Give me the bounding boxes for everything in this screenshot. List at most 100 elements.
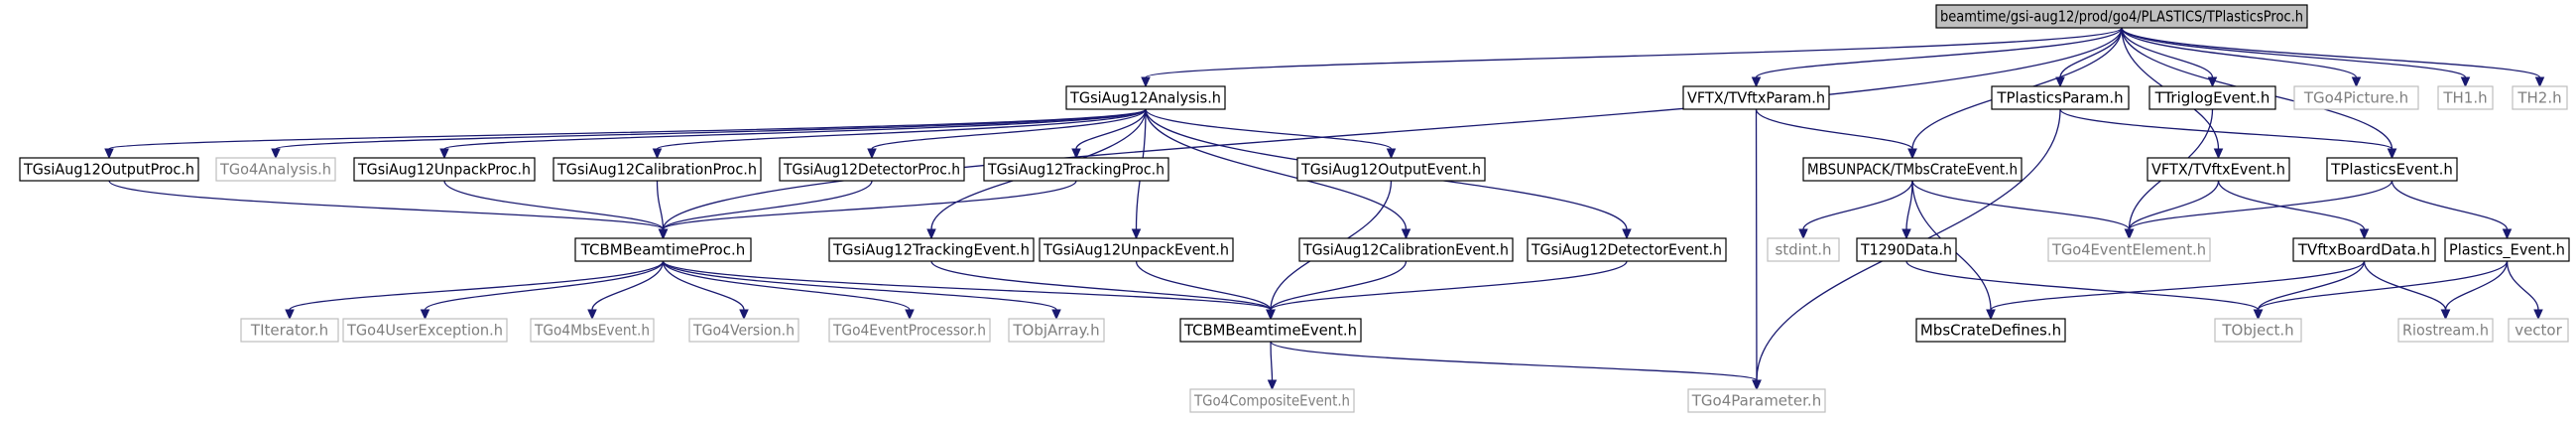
node-tgo4compositeevent-h: TGo4CompositeEvent.h <box>1189 388 1355 413</box>
node-label: TGo4MbsEvent.h <box>534 322 650 340</box>
edge-line <box>2257 260 2509 311</box>
edge-analysis-to-go4analysis <box>271 108 1147 160</box>
edge-line <box>930 260 1272 311</box>
node-label: TH1.h <box>2442 89 2487 107</box>
node-box <box>1682 85 1830 110</box>
node-label: TVftxBoardData.h <box>2297 241 2430 259</box>
node-vftx-tvftxparam-h[interactable]: VFTX/TVftxParam.h <box>1682 85 1830 110</box>
node-box <box>215 157 336 182</box>
node-tcbmbeamtimeevent-h[interactable]: TCBMBeamtimeEvent.h <box>1179 318 1362 343</box>
node-box <box>530 318 655 343</box>
node-th1-h: TH1.h <box>2437 85 2494 110</box>
edge-root-to-th1 <box>2121 27 2471 88</box>
node-tvftxboarddata-h[interactable]: TVftxBoardData.h <box>2292 237 2436 262</box>
edge-root-to-vftxparam <box>1751 27 2123 88</box>
node-label: TGsiAug12OutputProc.h <box>23 161 194 179</box>
edge-line <box>662 260 745 311</box>
arrowhead-icon <box>2502 228 2513 240</box>
node-box <box>574 237 752 262</box>
arrowhead-icon <box>285 309 295 321</box>
node-tcbmbeamtimeproc-h[interactable]: TCBMBeamtimeProc.h <box>574 237 752 262</box>
arrowhead-icon <box>1401 228 1411 240</box>
edge-line <box>1270 341 1758 381</box>
node-tgsiaug12calibrationproc-h[interactable]: TGsiAug12CalibrationProc.h <box>552 157 762 182</box>
node-tobject-h: TObject.h <box>2214 318 2302 343</box>
node-mbsunpack-tmbscrateevent-h[interactable]: MBSUNPACK/TMbsCrateEvent.h <box>1802 157 2023 182</box>
node-box <box>1527 237 1727 262</box>
node-label: TGo4Version.h <box>692 322 795 340</box>
arrowhead-icon <box>1267 379 1278 391</box>
edge-vftxparam-to-mbscrate <box>1755 108 1917 160</box>
node-plastics-event-h[interactable]: Plastics_Event.h <box>2444 237 2570 262</box>
node-vftx-tvftxevent-h[interactable]: VFTX/TVftxEvent.h <box>2147 157 2290 182</box>
node-tobjarray-h: TObjArray.h <box>1008 318 1105 343</box>
edge-line <box>1270 260 1628 311</box>
node-ttriglogevent-h[interactable]: TTriglogEvent.h <box>2148 85 2276 110</box>
node-tgsiaug12outputevent-h[interactable]: TGsiAug12OutputEvent.h <box>1296 157 1486 182</box>
node-box <box>240 318 339 343</box>
node-tplasticsparam-h[interactable]: TPlasticsParam.h <box>1991 85 2130 110</box>
edge-cbmevent-to-composite <box>1267 341 1278 391</box>
edge-line <box>662 27 2123 230</box>
node-tgo4eventelement-h: TGo4EventElement.h <box>2047 237 2211 262</box>
edge-line <box>591 260 665 311</box>
node-box <box>2047 237 2211 262</box>
edge-line <box>1990 260 2366 311</box>
edge-line <box>1905 260 2260 311</box>
node-label: VFTX/TVftxEvent.h <box>2151 161 2285 179</box>
edge-cbmproc-to-userexc <box>420 260 665 321</box>
edge-outputproc-to-cbmproc <box>108 180 669 240</box>
node-tgsiaug12unpackproc-h[interactable]: TGsiAug12UnpackProc.h <box>353 157 536 182</box>
node-label: TGsiAug12CalibrationProc.h <box>556 161 757 179</box>
edge-cbmproc-to-tobjarray <box>662 260 1061 321</box>
node-riostream-h: Riostream.h <box>2397 318 2494 343</box>
node-tgsiaug12trackingproc-h[interactable]: TGsiAug12TrackingProc.h <box>983 157 1169 182</box>
arrowhead-icon <box>2440 309 2451 321</box>
node-stdint-h: stdint.h <box>1767 237 1840 262</box>
node-box <box>353 157 536 182</box>
node-tgsiaug12outputproc-h[interactable]: TGsiAug12OutputProc.h <box>19 157 199 182</box>
node-box <box>779 157 965 182</box>
node-tgsiaug12detectorevent-h[interactable]: TGsiAug12DetectorEvent.h <box>1527 237 1727 262</box>
node-label: TGsiAug12TrackingProc.h <box>987 161 1165 179</box>
node-tgsiaug12calibrationevent-h[interactable]: TGsiAug12CalibrationEvent.h <box>1298 237 1514 262</box>
edge-line <box>2217 180 2366 230</box>
node-tplasticsevent-h[interactable]: TPlasticsEvent.h <box>2326 157 2458 182</box>
node-box <box>2326 157 2458 182</box>
node-tgsiaug12trackingevent-h[interactable]: TGsiAug12TrackingEvent.h <box>828 237 1035 262</box>
arrowhead-icon <box>926 228 936 240</box>
node-label: TGsiAug12Analysis.h <box>1069 89 1221 107</box>
node-mbscratedefines-h[interactable]: MbsCrateDefines.h <box>1915 318 2066 343</box>
node-box <box>983 157 1169 182</box>
node-tgsiaug12detectorproc-h[interactable]: TGsiAug12DetectorProc.h <box>779 157 965 182</box>
node-beamtime-gsi-aug12-prod-go4-plastics-tplasticsproc-h[interactable]: beamtime/gsi-aug12/prod/go4/PLASTICS/TPl… <box>1935 4 2308 29</box>
edge-analysis-to-unpackproc <box>439 108 1147 160</box>
edge-line <box>1145 108 1408 230</box>
node-box <box>342 318 508 343</box>
node-box <box>19 157 199 182</box>
arrowhead-icon <box>1901 228 1911 240</box>
node-label: stdint.h <box>1775 241 1831 259</box>
edge-line <box>2444 260 2509 311</box>
node-tgo4version-h: TGo4Version.h <box>688 318 799 343</box>
node-tgo4userexception-h: TGo4UserException.h <box>342 318 508 343</box>
edge-cbmproc-to-go4version <box>662 260 749 321</box>
node-t1290data-h[interactable]: T1290Data.h <box>1856 237 1957 262</box>
edges-layer <box>104 27 2545 391</box>
edge-line <box>662 260 911 311</box>
node-tgsiaug12unpackevent-h[interactable]: TGsiAug12UnpackEvent.h <box>1039 237 1234 262</box>
edge-line <box>656 108 1147 150</box>
edge-line <box>2257 260 2366 311</box>
edge-line <box>2121 27 2214 78</box>
arrowhead-icon <box>2055 76 2065 88</box>
node-label: vector <box>2515 322 2562 340</box>
node-vector: vector <box>2508 318 2569 343</box>
node-tgsiaug12analysis-h[interactable]: TGsiAug12Analysis.h <box>1065 85 1226 110</box>
node-box <box>1008 318 1105 343</box>
edge-line <box>2121 27 2467 78</box>
arrowhead-icon <box>652 148 663 160</box>
arrowhead-icon <box>1622 228 1632 240</box>
edge-calibevent-to-cbmevent <box>1266 260 1408 321</box>
node-box <box>2508 318 2569 343</box>
edge-plasticsev2-to-riostream <box>2440 260 2509 321</box>
